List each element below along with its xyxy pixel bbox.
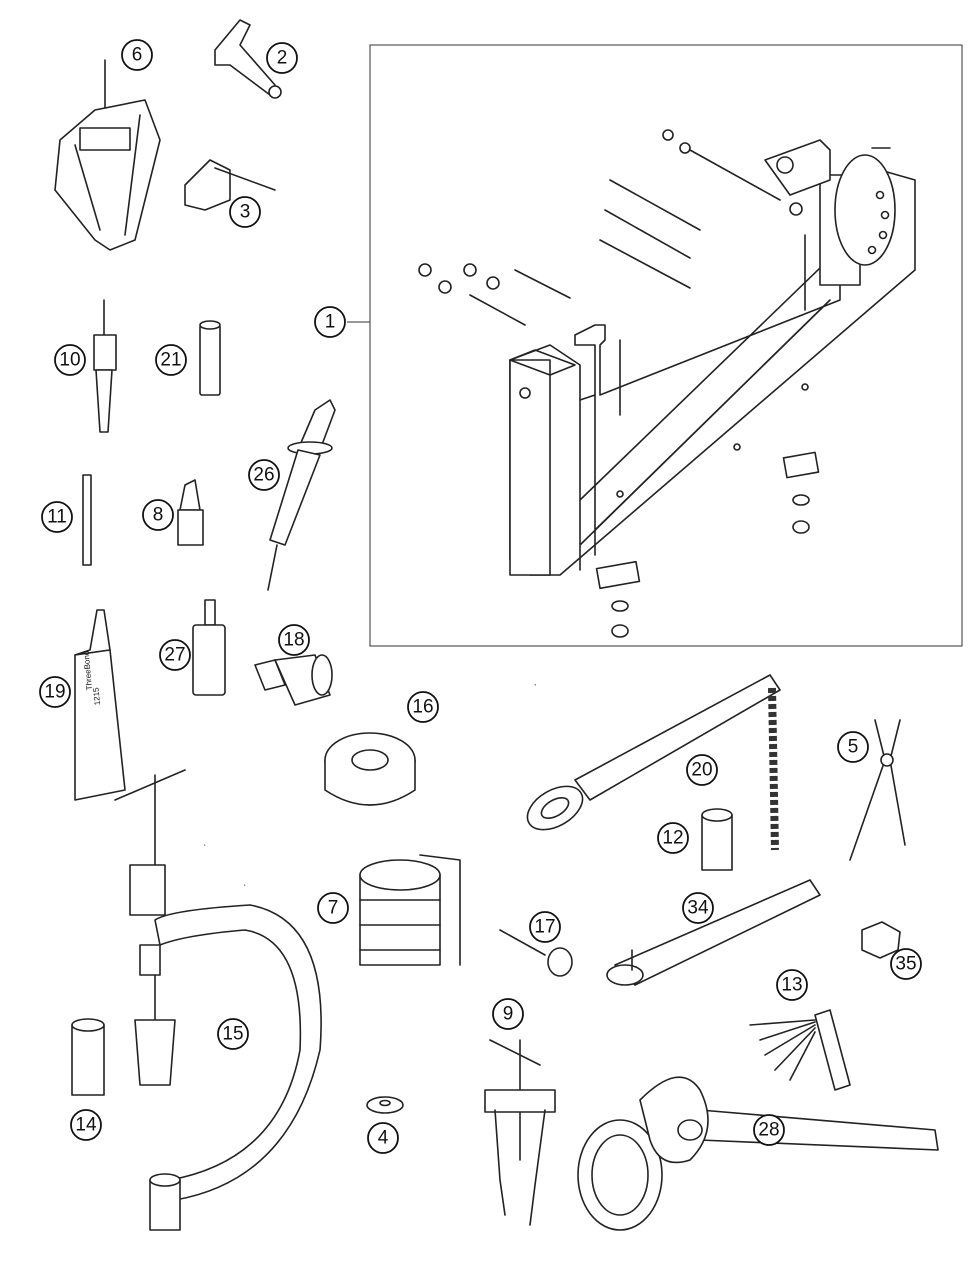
callout-21-label: 21	[160, 350, 181, 371]
callout-26-label: 26	[253, 465, 274, 486]
callout-35-label: 35	[895, 954, 916, 975]
callout-3: 3	[229, 196, 261, 228]
callout-20-label: 20	[691, 760, 712, 781]
callout-7-label: 7	[328, 898, 339, 919]
tool-syringe-26	[267, 399, 336, 591]
callout-1-label: 1	[325, 312, 336, 333]
callout-1: 1	[314, 306, 346, 338]
callout-14: 14	[70, 1109, 102, 1141]
tube-code-label: 1215	[91, 687, 102, 706]
callout-17: 17	[529, 911, 561, 943]
callout-18-label: 18	[283, 630, 304, 651]
callout-21: 21	[155, 344, 187, 376]
callout-19: 19	[39, 676, 71, 708]
callout-16: 16	[407, 691, 439, 723]
callout-9: 9	[492, 998, 524, 1030]
callout-28: 28	[753, 1114, 785, 1146]
callout-19-label: 19	[44, 682, 65, 703]
callout-6: 6	[121, 39, 153, 71]
tool-crank-puller-16	[203, 682, 537, 888]
callout-13-label: 13	[781, 975, 802, 996]
callout-10-label: 10	[59, 350, 80, 371]
tool-adapter-14	[71, 1018, 105, 1096]
callout-16-label: 16	[412, 697, 433, 718]
callout-9-label: 9	[503, 1004, 514, 1025]
tool-holding-wrench-28	[577, 1076, 939, 1231]
tool-puller-9	[484, 1039, 556, 1226]
callout-20: 20	[686, 754, 718, 786]
callout-34-label: 34	[687, 898, 709, 919]
callout-34: 34	[682, 892, 714, 924]
tool-adapter-18	[254, 654, 333, 706]
callout-2: 2	[266, 42, 298, 74]
callout-8: 8	[142, 499, 174, 531]
tool-socket-35	[861, 921, 901, 959]
callout-12-label: 12	[662, 828, 683, 849]
callout-2-label: 2	[277, 48, 288, 69]
callout-10: 10	[54, 344, 86, 376]
tool-chain-wrench-20	[526, 674, 781, 851]
tool-tube-19: ThreeBond 1215	[74, 609, 126, 801]
callout-13: 13	[776, 969, 808, 1001]
tool-bracket-3	[184, 159, 276, 211]
tool-washer-4	[366, 1096, 404, 1114]
callout-26: 26	[248, 459, 280, 491]
callout-12: 12	[657, 822, 689, 854]
callout-17-label: 17	[534, 917, 555, 938]
tool-sleeve-12	[701, 808, 733, 871]
callout-3-label: 3	[240, 202, 251, 223]
callout-8-label: 8	[153, 505, 164, 526]
callout-5-label: 5	[848, 737, 859, 758]
callout-15-label: 15	[222, 1024, 243, 1045]
tool-ring-compressor-7	[359, 854, 461, 966]
tool-holding-spanner-34	[606, 879, 821, 986]
tool-feeler-gauge-13	[749, 1009, 851, 1091]
tool-locking-pin-2	[214, 19, 282, 99]
callout-35: 35	[890, 948, 922, 980]
callout-6-label: 6	[132, 45, 143, 66]
callout-4-label: 4	[378, 1128, 389, 1149]
tool-valve-spring-compressor-15	[114, 769, 322, 1231]
callout-18: 18	[278, 624, 310, 656]
callout-15: 15	[217, 1018, 249, 1050]
tool-valve-17	[499, 929, 573, 977]
callout-11-label: 11	[47, 507, 67, 528]
callout-28-label: 28	[758, 1120, 779, 1141]
tool-pliers-5	[849, 719, 906, 861]
tool-pin-11	[82, 474, 92, 566]
callout-14-label: 14	[75, 1115, 97, 1136]
callout-27: 27	[159, 639, 191, 671]
tool-sleeve-21	[199, 320, 221, 396]
tool-bottle-8	[177, 479, 204, 546]
tube-brand-label: ThreeBond	[82, 650, 94, 690]
callout-7: 7	[317, 892, 349, 924]
tool-engine-stand	[347, 44, 963, 647]
tool-bottle-27	[192, 599, 226, 696]
callout-11: 11	[41, 501, 73, 533]
callout-5: 5	[837, 731, 869, 763]
callout-27-label: 27	[164, 645, 185, 666]
tool-puller-6	[54, 59, 161, 251]
callout-4: 4	[367, 1122, 399, 1154]
tool-slide-hammer-10	[93, 299, 117, 433]
